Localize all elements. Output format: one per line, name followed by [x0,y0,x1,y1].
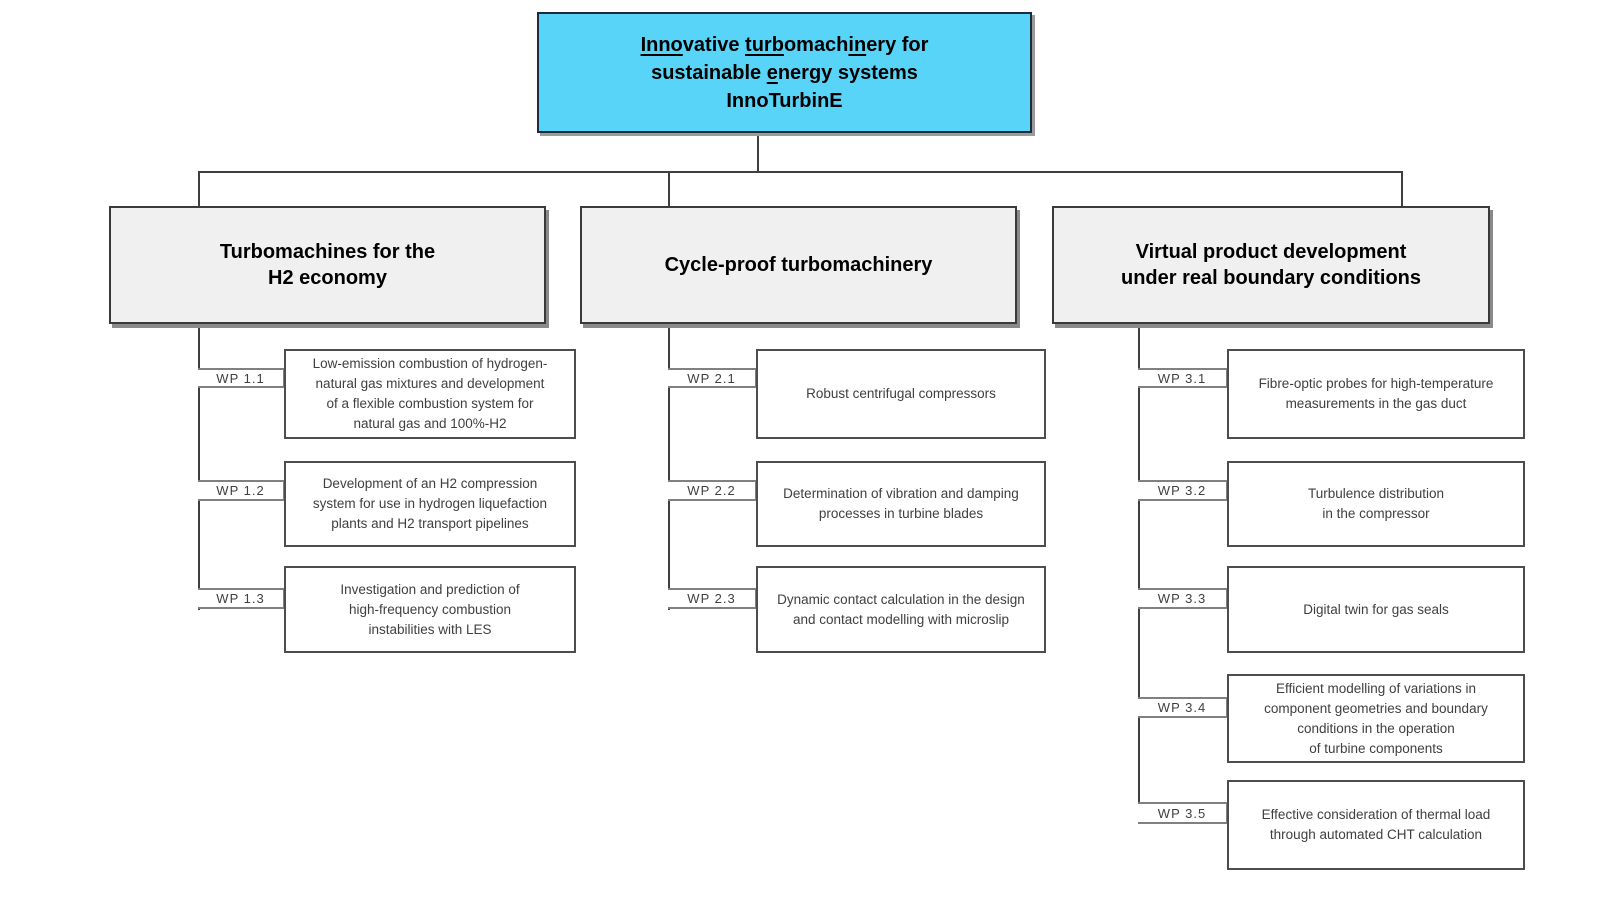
project-title-line2: sustainable energy systems [651,59,918,87]
project-title-line1: Innovative turbomachinery for [641,31,929,59]
wp-description: Robust centrifugal compressors [756,349,1046,439]
connector-stem-col1 [198,323,200,610]
connector-stem-col3 [1138,323,1140,824]
wp-label: WP 3.2 [1138,480,1227,501]
title-text: omach [783,33,849,56]
wp-label: WP 2.3 [668,588,756,609]
wp-description: Effective consideration of thermal load … [1227,780,1525,870]
wp-label: WP 1.2 [198,480,284,501]
connector-drop-col2 [668,171,670,207]
wp-description: Determination of vibration and damping p… [756,461,1046,547]
wp-description: Turbulence distribution in the compresso… [1227,461,1525,547]
group-box-virtual-product: Virtual product development under real b… [1052,206,1490,324]
group-box-h2-economy: Turbomachines for the H2 economy [109,206,546,324]
wp-description: Investigation and prediction of high-fre… [284,566,576,653]
wp-label: WP 1.1 [198,368,284,388]
wp-description: Fibre-optic probes for high-temperature … [1227,349,1525,439]
connector-top-horizontal [198,171,1403,173]
wp-label: WP 2.1 [668,368,756,388]
group-heading: Turbomachines for the H2 economy [219,241,436,289]
acronym-letter: e [766,61,778,84]
wp-label: WP 1.3 [198,588,284,609]
wp-description: Dynamic contact calculation in the desig… [756,566,1046,653]
group-heading: Virtual product development under real b… [1120,241,1422,289]
wp-label: WP 3.3 [1138,588,1227,609]
title-text: nergy systems [777,61,918,84]
group-heading: Cycle-proof turbomachinery [664,254,933,276]
wp-label: WP 3.4 [1138,697,1227,718]
title-text: ery for [866,33,929,56]
acronym-letter: in [848,33,867,56]
wp-description: Efficient modelling of variations in com… [1227,674,1525,763]
project-title-box: Innovative turbomachinery for sustainabl… [537,12,1032,133]
wp-description: Digital twin for gas seals [1227,566,1525,653]
wp-description: Low-emission combustion of hydrogen- nat… [284,349,576,439]
connector-title-stem [757,133,759,173]
title-text: vative [682,33,746,56]
acronym-letter: Inno [640,33,683,56]
wp-label: WP 2.2 [668,480,756,501]
wp-description: Development of an H2 compression system … [284,461,576,547]
group-box-cycle-proof: Cycle-proof turbomachinery [580,206,1017,324]
connector-drop-col1 [198,171,200,207]
title-text: sustainable [651,61,767,84]
acronym-letter: turb [745,33,784,56]
wp-label: WP 3.1 [1138,368,1227,388]
wp-label: WP 3.5 [1138,802,1227,824]
connector-drop-col3 [1401,171,1403,207]
project-acronym: InnoTurbinE [726,89,843,112]
connector-stem-col2 [668,323,670,610]
